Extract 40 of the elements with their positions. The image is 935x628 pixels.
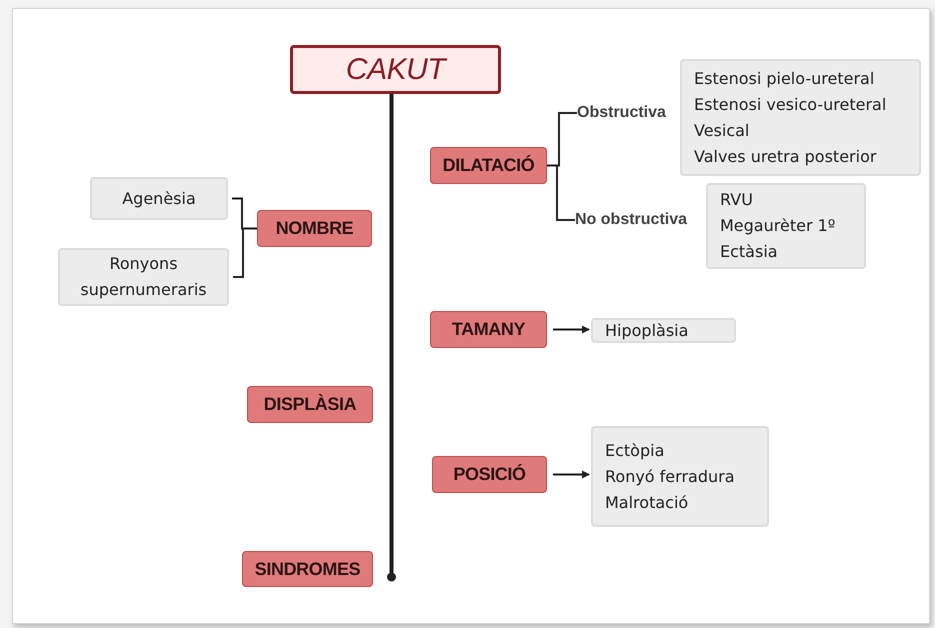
category-box (432, 456, 547, 493)
arrow (553, 470, 590, 478)
title-box (290, 45, 501, 94)
spine-line (387, 94, 396, 582)
category-box (257, 210, 372, 247)
arrow (553, 326, 590, 334)
list-box (591, 318, 736, 343)
list-box (58, 248, 229, 306)
category-label: DISPLÀSIA (264, 394, 356, 415)
branch-label: Obstructiva (577, 104, 666, 122)
list-item: Ectàsia (720, 241, 778, 263)
category-box (242, 551, 373, 587)
list-item: Estenosi vesico-ureteral (694, 94, 886, 116)
list-item: Malrotació (605, 492, 688, 514)
category-label: SINDROMES (254, 558, 360, 580)
list-box (680, 59, 921, 176)
category-box (430, 147, 547, 184)
title-text: CAKUT (346, 52, 446, 86)
category-box (247, 386, 373, 423)
list-item: Vesical (694, 120, 750, 142)
list-item: Megaurèter 1º (720, 215, 836, 237)
category-box (430, 311, 547, 348)
list-item: Agenèsia (122, 188, 196, 210)
list-box (90, 177, 228, 220)
list-item: Ronyons supernumeraris (79, 253, 208, 301)
list-item: Ectòpia (605, 440, 664, 462)
branch-label: No obstructiva (575, 211, 688, 229)
bracket-line (547, 164, 575, 221)
category-label: NOMBRE (276, 218, 354, 239)
bracket-line (233, 228, 257, 278)
list-box (591, 426, 769, 527)
list-item: Estenosi pielo-ureteral (694, 68, 874, 90)
list-item: Hipoplàsia (605, 320, 688, 342)
list-box (706, 183, 866, 269)
category-label: DILATACIÓ (442, 155, 534, 176)
list-item: RVU (720, 189, 753, 211)
list-item: Valves uretra posterior (694, 146, 876, 168)
category-label: POSICIÓ (453, 464, 526, 485)
category-label: TAMANY (452, 319, 526, 340)
list-item: Ronyó ferradura (605, 466, 735, 488)
